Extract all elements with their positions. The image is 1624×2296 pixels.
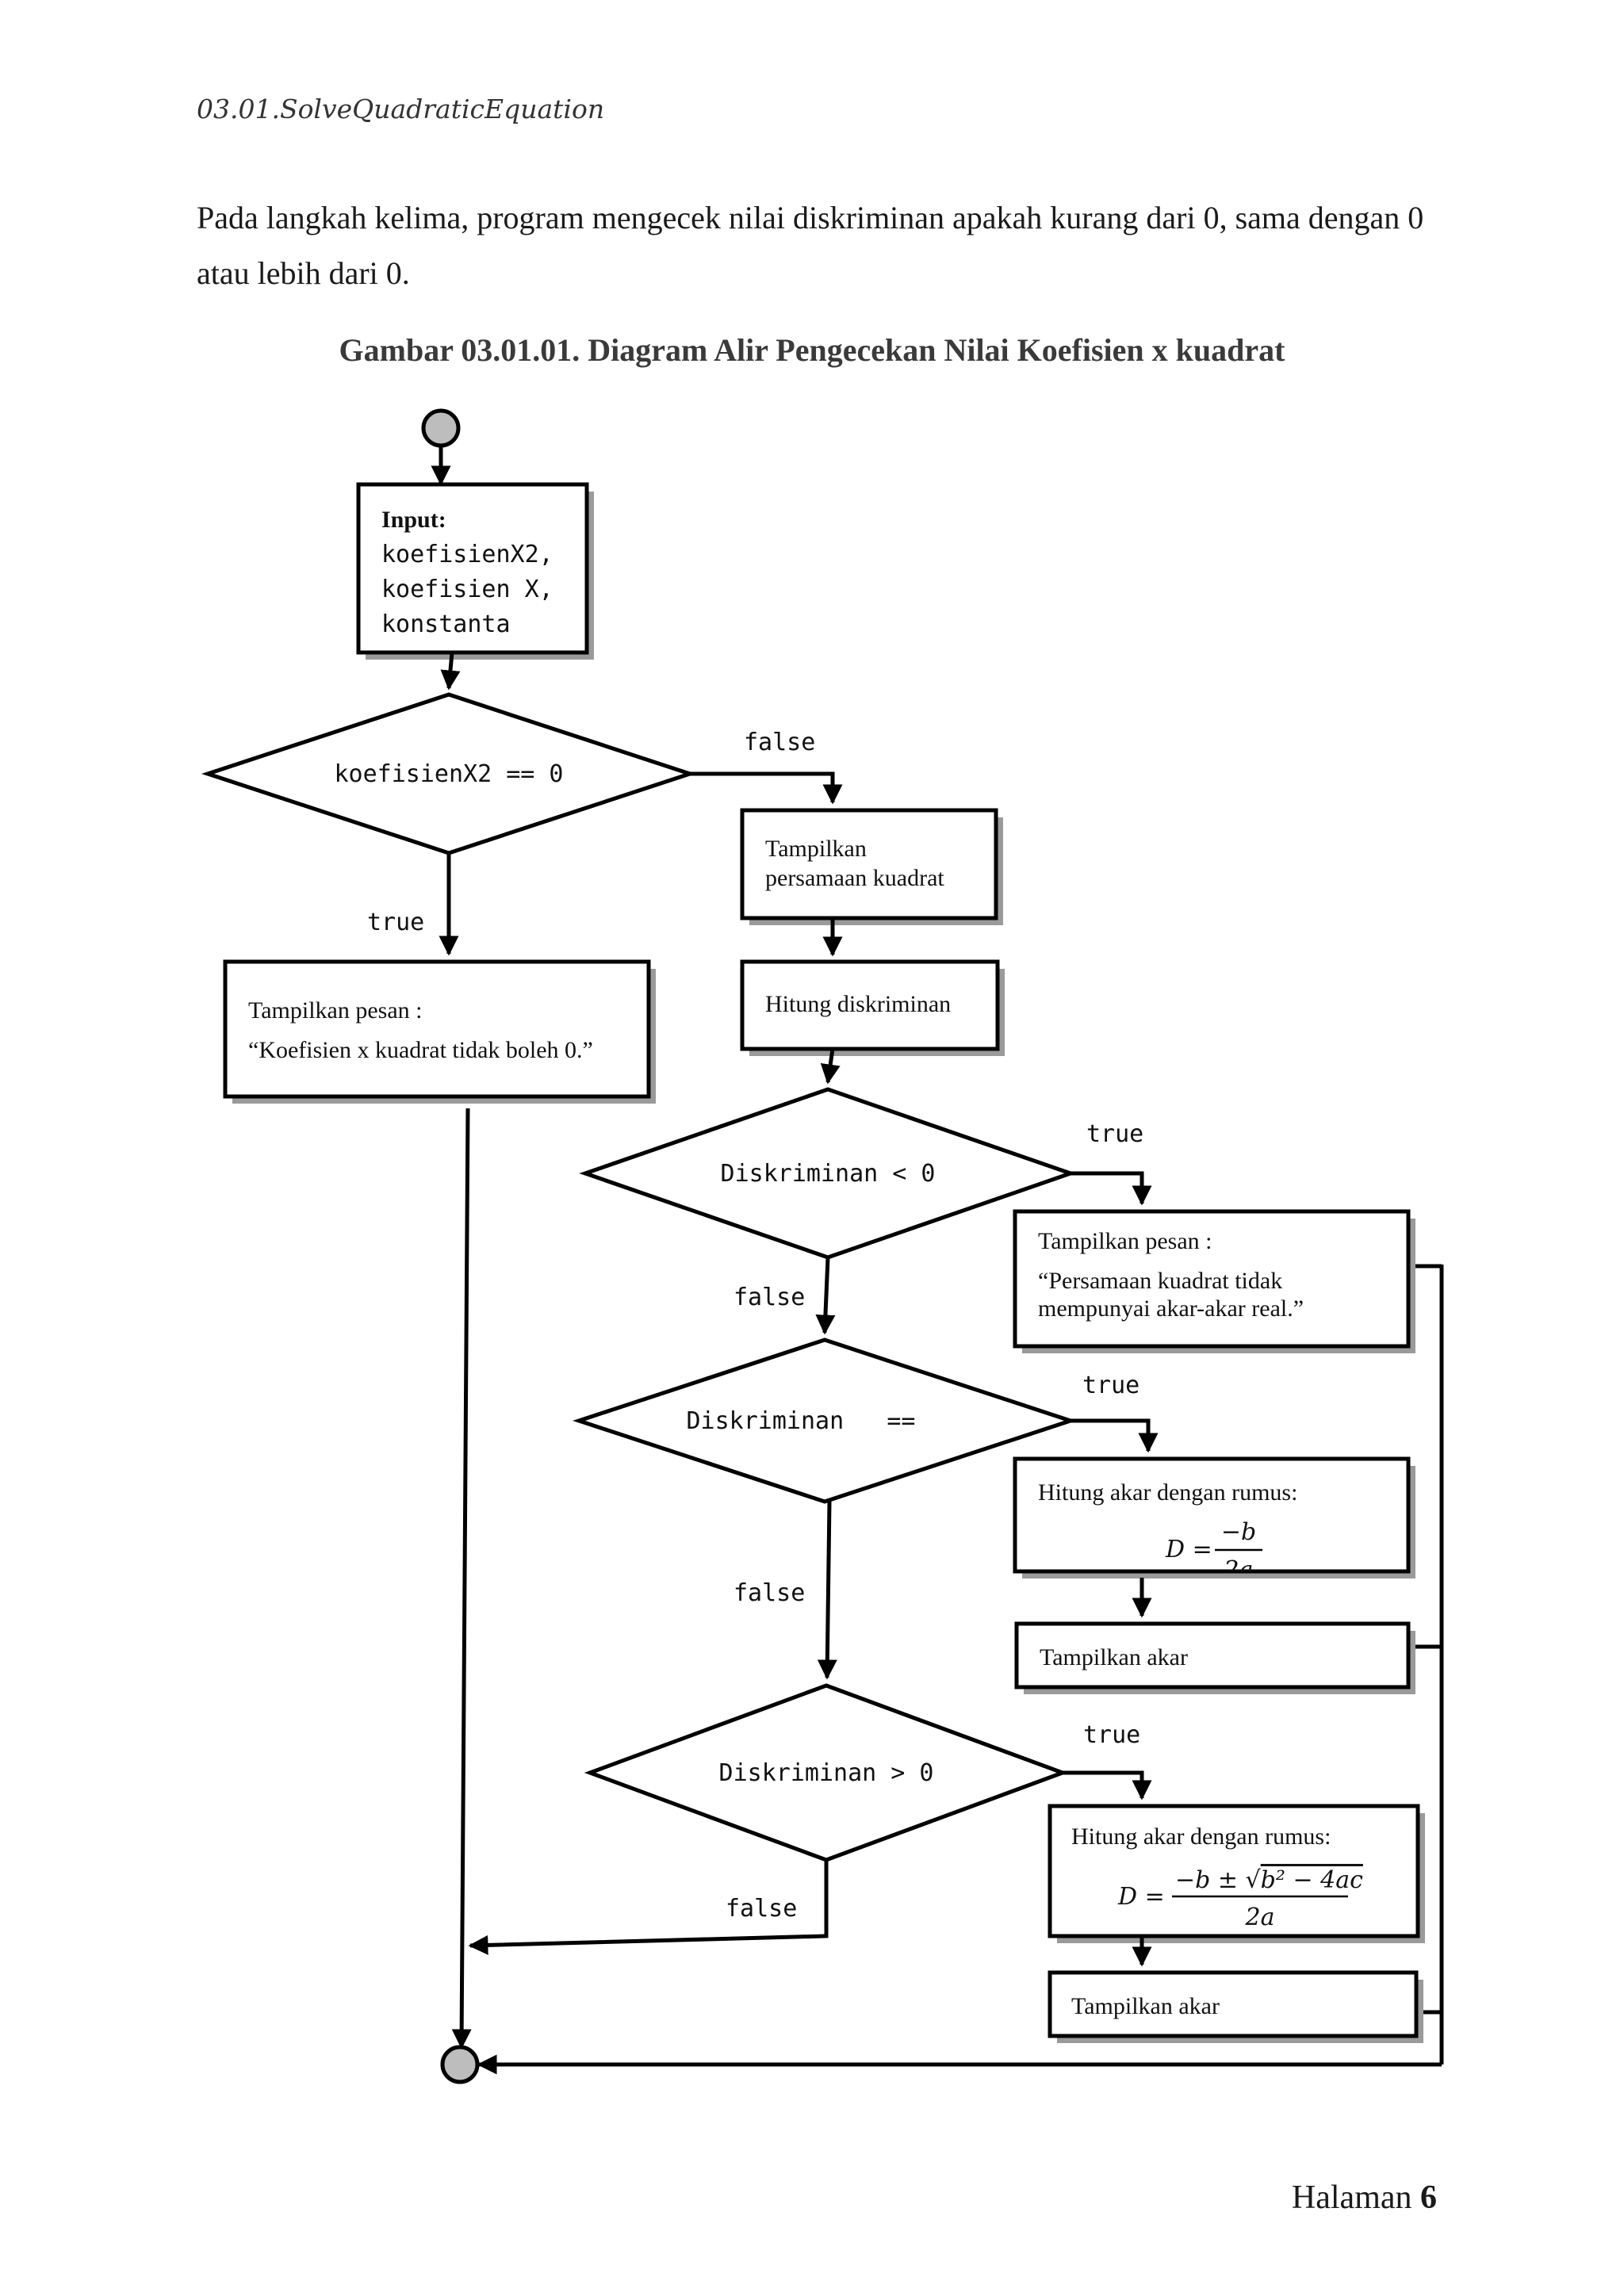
root-double-box: Hitung akar dengan rumus: D = −b ± √b² −…	[1048, 1804, 1425, 1943]
msg-coef-line-2: “Koefisien x kuadrat tidak boleh 0.”	[248, 1037, 593, 1063]
label-true-gt: true	[1083, 1721, 1140, 1749]
input-line-3: konstanta	[381, 610, 511, 638]
figure-caption: Gambar 03.01.01. Diagram Alir Pengecekan…	[339, 332, 1285, 368]
end-node	[440, 2045, 480, 2084]
root-double-denominator: 2a	[1245, 1904, 1275, 1931]
msg-no-real-line-3: mempunyai akar-akar real.”	[1038, 1295, 1304, 1322]
show-root-2-text: Tampilkan akar	[1071, 1993, 1220, 2019]
input-title: Input	[381, 507, 439, 533]
msg-no-real-line-2: “Persamaan kuadrat tidak	[1038, 1268, 1282, 1294]
show-equation-line-1: Tampilkan	[765, 836, 867, 862]
input-colon: :	[439, 507, 446, 533]
show-equation-line-2: persamaan kuadrat	[765, 865, 944, 891]
page-footer: Halaman 6	[1292, 2179, 1437, 2217]
root-double-radicand: b² − 4ac	[1261, 1866, 1363, 1894]
compute-disc-box: Hitung diskriminan	[740, 959, 1005, 1056]
show-root-2-box: Tampilkan akar	[1048, 1970, 1423, 2043]
start-node	[421, 408, 461, 448]
label-false-gt: false	[726, 1895, 797, 1923]
connector-coef-end	[451, 1108, 472, 2049]
decision-coef: koefisienX2 == 0	[201, 692, 697, 855]
connector-coef-false	[690, 771, 843, 805]
input-box: Input: koefisienX2, koefisien X, konstan…	[356, 482, 594, 660]
input-line-1: koefisienX2,	[381, 541, 553, 568]
label-true-lt: true	[1086, 1120, 1143, 1148]
root-single-box: Hitung akar dengan rumus: D = −b 2a	[1013, 1456, 1415, 1584]
msg-coef-line-1: Tampilkan pesan :	[248, 997, 423, 1024]
svg-text:Input:: Input:	[381, 507, 446, 533]
decision-eq: Diskriminan ==	[573, 1337, 1077, 1504]
decision-lt: Diskriminan < 0	[579, 1087, 1077, 1260]
decision-lt-text: Diskriminan < 0	[721, 1160, 936, 1188]
label-false-lt: false	[733, 1284, 805, 1311]
show-equation-box: Tampilkan persamaan kuadrat	[740, 808, 1003, 925]
root-single-lhs: D =	[1165, 1536, 1212, 1563]
body-paragraph: Pada langkah kelima, program mengecek ni…	[197, 200, 1424, 291]
root-single-numerator: −b	[1221, 1518, 1256, 1546]
input-line-2: koefisien X,	[381, 576, 553, 603]
root-double-lhs: D =	[1117, 1883, 1165, 1911]
root-single-denominator: 2a	[1224, 1556, 1254, 1584]
msg-coef-box: Tampilkan pesan : “Koefisien x kuadrat t…	[223, 959, 656, 1104]
root-double-numerator-pre: −b ± √	[1175, 1866, 1262, 1894]
show-root-1-box: Tampilkan akar	[1014, 1621, 1415, 1694]
running-header: 03.01.SolveQuadraticEquation	[197, 94, 605, 124]
decision-gt: Diskriminan > 0	[584, 1683, 1069, 1862]
label-true-eq: true	[1082, 1372, 1139, 1399]
svg-text:−b ± √b² − 4ac: −b ± √b² − 4ac	[1175, 1866, 1363, 1894]
label-false-coef: false	[744, 729, 815, 756]
compute-disc-text: Hitung diskriminan	[765, 991, 951, 1017]
connector-input-decision	[440, 652, 461, 691]
decision-eq-text: Diskriminan ==	[687, 1407, 916, 1435]
decision-coef-text: koefisienX2 == 0	[335, 760, 564, 788]
connector-gt-true	[1063, 1770, 1152, 1800]
connector-lt-true	[1071, 1171, 1152, 1206]
connector-lt-false	[815, 1257, 836, 1335]
root-single-title: Hitung akar dengan rumus:	[1038, 1479, 1297, 1506]
msg-no-real-box: Tampilkan pesan : “Persamaan kuadrat tid…	[1013, 1209, 1415, 1353]
msg-no-real-line-1: Tampilkan pesan :	[1038, 1228, 1212, 1254]
connector-disc-lt	[820, 1048, 841, 1085]
label-true-coef: true	[367, 909, 424, 936]
footer-label: Halaman	[1291, 2179, 1412, 2216]
decision-gt-text: Diskriminan > 0	[719, 1759, 934, 1787]
show-root-1-text: Tampilkan akar	[1040, 1644, 1188, 1670]
connector-eq-true	[1071, 1418, 1159, 1453]
label-false-eq: false	[733, 1579, 805, 1607]
connector-eq-false	[817, 1501, 837, 1680]
footer-page-number: 6	[1420, 2179, 1437, 2216]
root-double-title: Hitung akar dengan rumus:	[1071, 1823, 1331, 1850]
connector-gt-false	[468, 1860, 829, 1955]
